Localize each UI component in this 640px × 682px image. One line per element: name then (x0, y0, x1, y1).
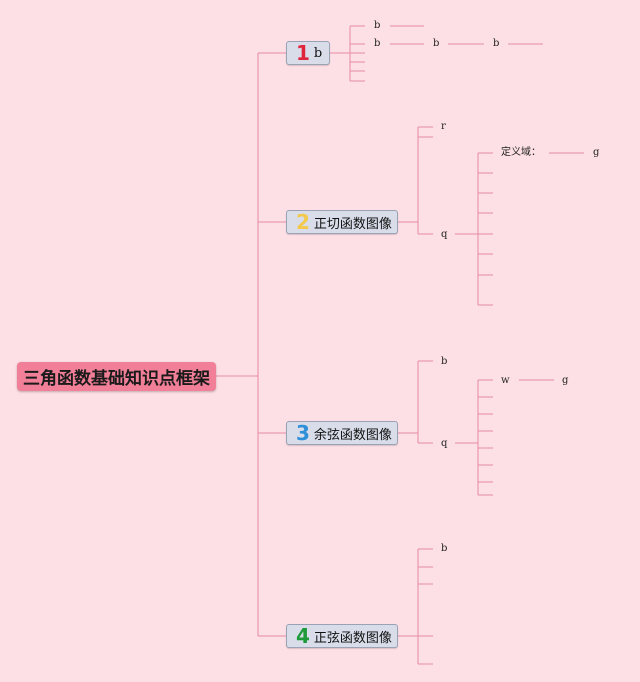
leaf-t2-q[interactable]: q (441, 229, 448, 240)
leaf-t3-w[interactable]: w (501, 375, 510, 386)
topic-label: 余弦函数图像 (313, 427, 392, 443)
root-topic[interactable]: 三角函数基础知识点框架 (17, 362, 216, 391)
leaf-t1-c2b[interactable]: b (493, 38, 500, 49)
topic-2[interactable]: 2 正切函数图像 (286, 210, 398, 234)
topic-number: 2 (296, 210, 310, 234)
leaf-t1-c2a[interactable]: b (433, 38, 440, 49)
leaf-t4-b[interactable]: b (441, 543, 448, 554)
topic-label: 正切函数图像 (313, 216, 392, 232)
topic-label: b (313, 45, 323, 61)
leaf-t2-r[interactable]: r (441, 121, 446, 132)
leaf-t3-b[interactable]: b (441, 356, 448, 367)
leaf-t1-c1[interactable]: b (374, 20, 381, 31)
topic-label: 正弦函数图像 (313, 630, 392, 646)
topic-4[interactable]: 4 正弦函数图像 (286, 624, 398, 648)
topic-number: 4 (296, 624, 310, 648)
topic-number: 3 (296, 421, 310, 445)
leaf-t3-g[interactable]: g (562, 375, 569, 386)
leaf-t1-c2[interactable]: b (374, 38, 381, 49)
topic-1[interactable]: 1 b (286, 41, 330, 65)
leaf-t2-g[interactable]: g (593, 147, 600, 158)
root-label: 三角函数基础知识点框架 (23, 369, 210, 389)
topic-3[interactable]: 3 余弦函数图像 (286, 421, 398, 445)
leaf-t3-q[interactable]: q (441, 438, 448, 449)
leaf-t2-domain[interactable]: 定义域： (501, 147, 541, 158)
topic-number: 1 (296, 41, 310, 65)
